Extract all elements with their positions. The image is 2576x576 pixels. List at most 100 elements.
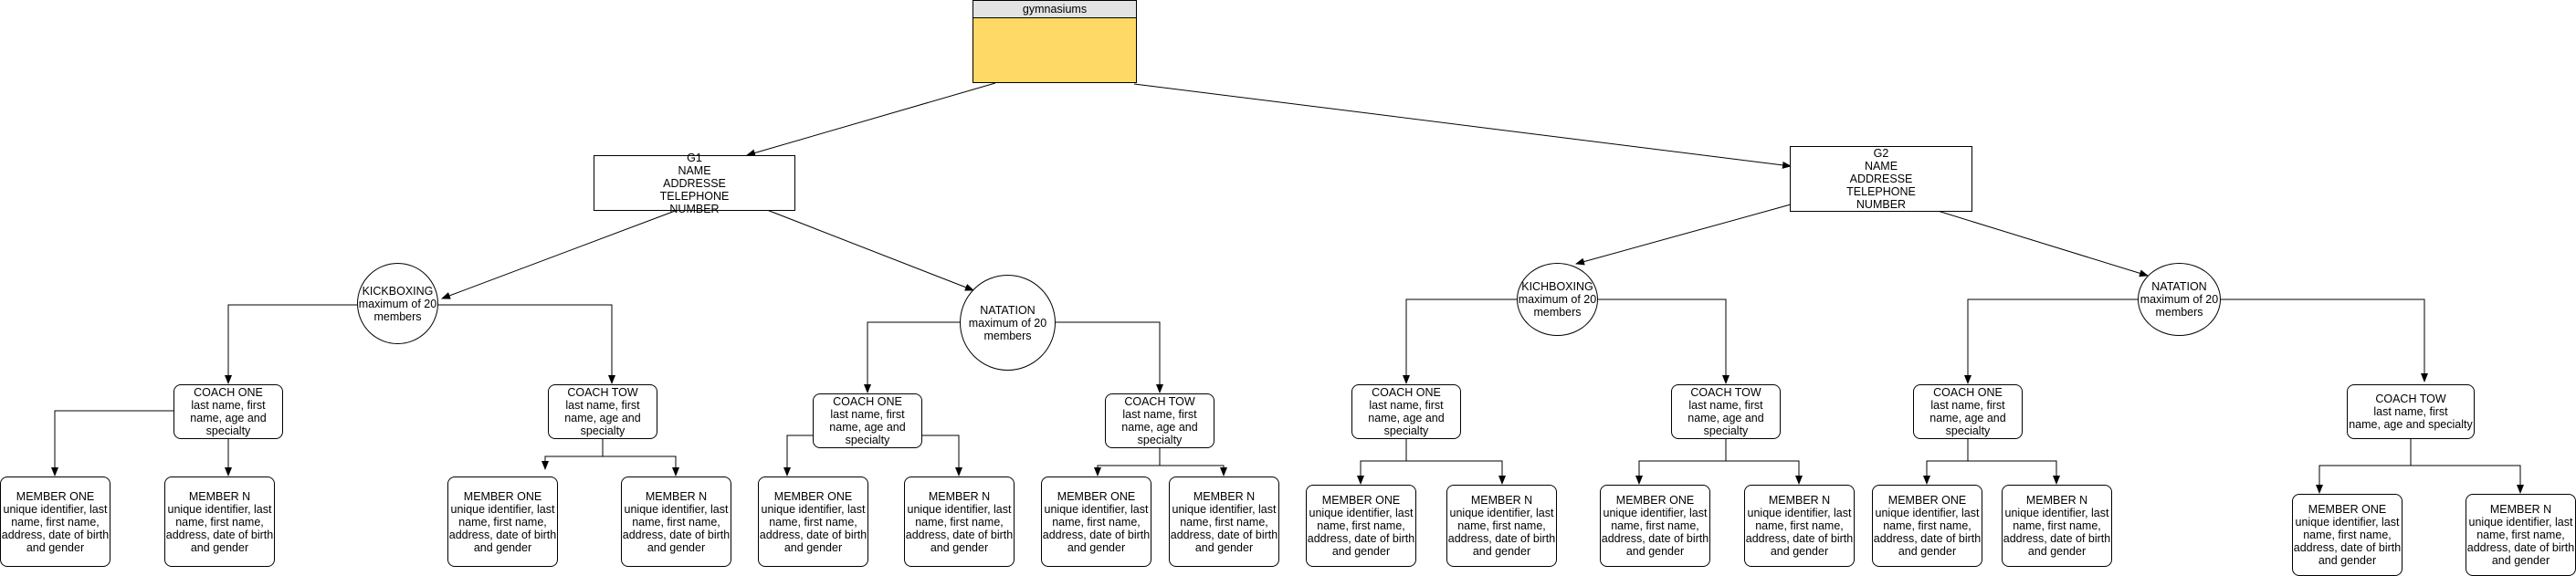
gym-g2-line: G2 — [1873, 147, 1889, 160]
member-detail: name, first name, — [915, 515, 1004, 529]
member-n-box: MEMBER N unique identifier, last name, f… — [1446, 485, 1557, 567]
coach-detail: last name, first — [830, 408, 905, 421]
member-detail: address, date of birth — [1447, 532, 1556, 545]
member-detail: unique identifier, last — [1172, 502, 1277, 516]
member-one-box: MEMBER ONE unique identifier, last name,… — [1600, 485, 1710, 567]
member-detail: unique identifier, last — [1449, 507, 1554, 519]
gym-g2-line: ADDRESSE — [1849, 173, 1913, 185]
activity-capacity: maximum of 20 — [1518, 293, 1597, 306]
member-title: MEMBER N — [928, 489, 991, 503]
member-n-box: MEMBER N unique identifier, last name, f… — [2002, 485, 2112, 567]
coach-title: COACH TOW — [1124, 395, 1195, 408]
coach-detail: specialty — [205, 424, 251, 437]
coach-detail: last name, first — [1122, 408, 1197, 421]
member-detail: name, first name, — [458, 515, 547, 529]
member-title: MEMBER ONE — [1887, 494, 1967, 507]
member-detail: name, first name, — [769, 515, 857, 529]
member-detail: unique identifier, last — [2004, 507, 2109, 519]
coach-detail: last name, first — [1930, 399, 2005, 412]
member-title: MEMBER N — [1193, 489, 1256, 503]
member-n-box: MEMBER N unique identifier, last name, f… — [904, 477, 1015, 567]
activity-name: NATATION — [980, 303, 1036, 317]
activity-capacity: members — [983, 329, 1032, 342]
member-detail: unique identifier, last — [3, 502, 108, 516]
coach-box: COACH ONE last name, first name, age and… — [1913, 384, 2023, 439]
member-detail: and gender — [2491, 554, 2550, 567]
gym-g1: G1 NAME ADDRESSE TELEPHONE NUMBER — [594, 151, 795, 215]
activity-capacity: members — [1533, 306, 1582, 319]
coach-box: COACH TOW last name, first name, age and… — [2347, 384, 2475, 439]
coach-box: COACH TOW last name, first name, age and… — [1105, 393, 1214, 448]
g1-natation-circle: NATATION maximum of 20 members — [960, 275, 1056, 371]
coach-detail: last name, first — [2373, 405, 2448, 418]
coach-detail: specialty — [580, 424, 626, 437]
coach-detail: last name, first — [1688, 399, 1763, 412]
member-detail: name, first name, — [2303, 529, 2392, 541]
member-detail: unique identifier, last — [1044, 502, 1149, 516]
member-title: MEMBER ONE — [463, 489, 542, 503]
member-detail: address, date of birth — [1, 528, 110, 541]
member-detail: unique identifier, last — [2468, 516, 2573, 529]
member-detail: unique identifier, last — [1875, 507, 1980, 519]
g2-kickboxing-circle: KICHBOXING maximum of 20 members — [1517, 263, 1598, 336]
coach-box: COACH TOW last name, first name, age and… — [548, 384, 657, 439]
member-detail: address, date of birth — [759, 528, 867, 541]
member-one-box: MEMBER ONE unique identifier, last name,… — [758, 477, 868, 567]
member-detail: and gender — [190, 540, 249, 554]
member-detail: and gender — [1194, 540, 1254, 554]
coach-detail: name, age and — [1688, 412, 1764, 424]
member-n-box: MEMBER N unique identifier, last name, f… — [164, 477, 275, 567]
coach-detail: last name, first — [565, 399, 640, 412]
coach-title: COACH TOW — [567, 386, 638, 399]
member-title: MEMBER N — [188, 489, 251, 503]
member-n-box: MEMBER N unique identifier, last name, f… — [621, 477, 731, 567]
member-detail: name, first name, — [1611, 519, 1699, 532]
coach-detail: name, age and — [1929, 412, 2006, 424]
member-one-box: MEMBER ONE unique identifier, last name,… — [1872, 485, 1982, 567]
gym-g1-line: NUMBER — [669, 202, 720, 215]
member-detail: address, date of birth — [2293, 541, 2402, 554]
gym-g2: G2 NAME ADDRESSE TELEPHONE NUMBER — [1790, 146, 1972, 212]
coach-detail: name, age and — [1368, 412, 1445, 424]
member-detail: and gender — [1472, 545, 1531, 558]
member-title: MEMBER ONE — [16, 489, 95, 503]
gym-g1-line: ADDRESSE — [663, 176, 726, 190]
coach-title: COACH TOW — [1690, 386, 1761, 399]
member-detail: and gender — [1898, 545, 1957, 558]
member-detail: name, first name, — [1052, 515, 1141, 529]
coach-detail: specialty — [1137, 434, 1183, 446]
coach-detail: name, age and — [190, 412, 267, 424]
g1-kickboxing-circle: KICKBOXING maximum of 20 members — [357, 263, 438, 344]
member-n-box: MEMBER N unique identifier, last name, f… — [2466, 494, 2576, 576]
member-detail: name, first name, — [11, 515, 100, 529]
member-detail: and gender — [473, 540, 532, 554]
gym-g1-line: NAME — [678, 163, 711, 177]
member-detail: address, date of birth — [165, 528, 274, 541]
member-detail: name, first name, — [1755, 519, 1844, 532]
gym-g1-line: G1 — [687, 151, 702, 164]
activity-capacity: members — [373, 309, 422, 323]
activity-capacity: maximum of 20 — [358, 297, 437, 310]
member-title: MEMBER N — [645, 489, 708, 503]
member-detail: name, first name, — [632, 515, 720, 529]
activity-name: KICKBOXING — [362, 284, 434, 298]
root-gymnasiums: gymnasiums — [973, 0, 1137, 83]
member-detail: and gender — [783, 540, 843, 554]
member-detail: unique identifier, last — [761, 502, 866, 516]
member-detail: unique identifier, last — [1603, 507, 1708, 519]
member-title: MEMBER ONE — [1321, 494, 1401, 507]
coach-detail: name, age and — [1121, 421, 1198, 434]
member-detail: name, first name, — [2013, 519, 2101, 532]
coach-title: COACH ONE — [1372, 386, 1441, 399]
coach-box: COACH TOW last name, first name, age and… — [1671, 384, 1781, 439]
member-title: MEMBER ONE — [1615, 494, 1695, 507]
coach-detail: specialty — [1945, 424, 1991, 437]
member-title: MEMBER N — [2025, 494, 2088, 507]
member-detail: name, first name, — [1883, 519, 1971, 532]
coach-detail: last name, first — [191, 399, 266, 412]
member-detail: name, first name, — [175, 515, 264, 529]
member-one-box: MEMBER ONE unique identifier, last name,… — [1306, 485, 1416, 567]
member-detail: and gender — [26, 540, 85, 554]
coach-box: COACH ONE last name, first name, age and… — [813, 393, 922, 448]
